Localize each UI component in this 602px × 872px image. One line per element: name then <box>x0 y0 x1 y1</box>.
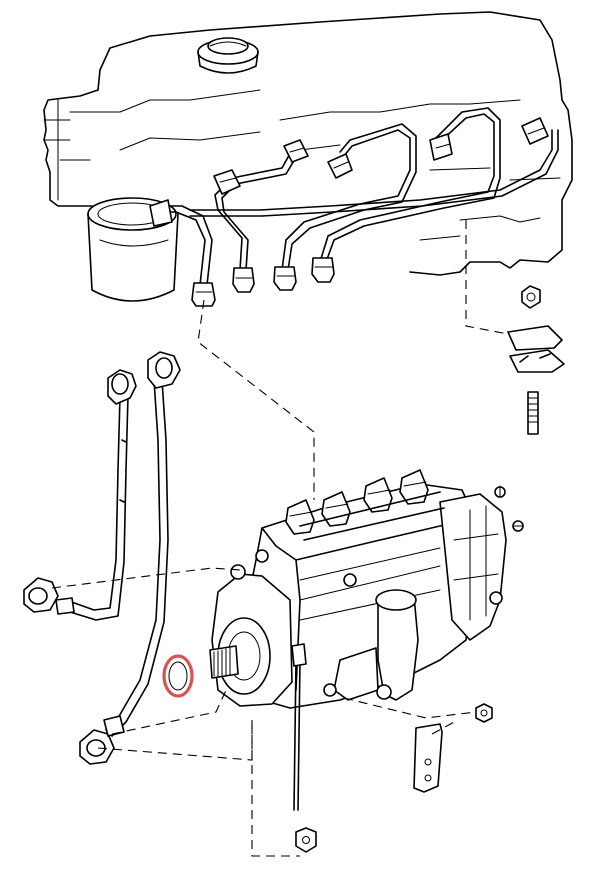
pipe-nuts-pump-end <box>191 257 335 307</box>
engine-block-outline <box>43 11 573 276</box>
fuel-return-pipe <box>23 369 137 621</box>
assembly-guide-lines <box>51 220 509 857</box>
injector-pipes <box>159 107 559 286</box>
clamp-parts <box>507 285 565 435</box>
injector-unions <box>149 117 549 227</box>
fuel-feed-pipe <box>79 351 181 765</box>
o-ring-inner-edge <box>168 661 188 691</box>
injection-pump-body <box>209 469 524 811</box>
support-bracket <box>295 703 493 853</box>
o-ring-seal-highlighted[interactable] <box>162 654 194 698</box>
